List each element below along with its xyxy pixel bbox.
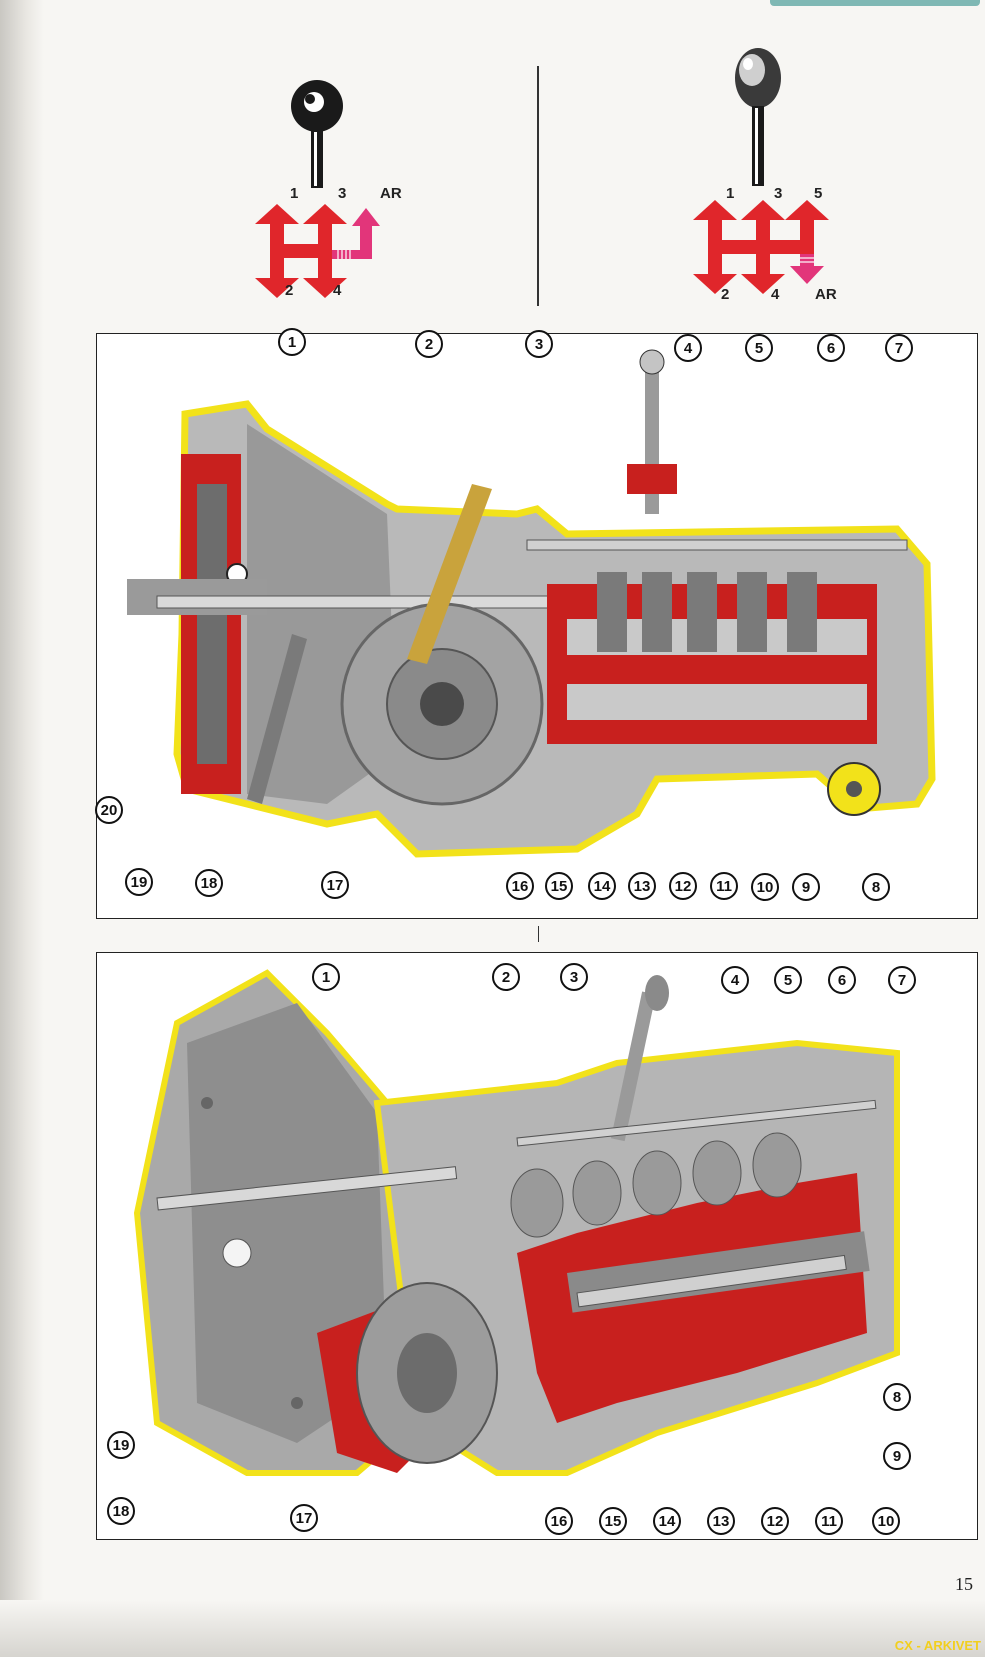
callout-11: 11 [710,872,738,900]
callout-10: 10 [751,873,779,901]
callout-18: 18 [195,869,223,897]
page-number: 15 [955,1574,973,1594]
callout-15: 15 [599,1507,627,1535]
callout-19: 19 [107,1431,135,1459]
gear-3-label: 3 [774,185,783,202]
callout-13: 13 [628,872,656,900]
callout-9: 9 [792,873,820,901]
gear-4-label: 4 [333,282,342,299]
callout-20: 20 [95,796,123,824]
callout-19: 19 [125,868,153,896]
panel-separator-mark [538,926,539,942]
callout-12: 12 [669,872,697,900]
callout-6: 6 [817,334,845,362]
callout-17: 17 [321,871,349,899]
callout-16: 16 [545,1507,573,1535]
callout-2: 2 [492,963,520,991]
callout-3: 3 [525,330,553,358]
callout-18: 18 [107,1497,135,1525]
top-edge-mark [770,0,980,6]
callout-8: 8 [883,1383,911,1411]
gear-2-label: 2 [721,286,730,303]
callout-17: 17 [290,1504,318,1532]
callout-4: 4 [674,334,702,362]
callout-7: 7 [885,334,913,362]
five-speed-gear-lever-drawing [693,48,829,294]
gear-2-label: 2 [285,282,294,299]
callout-15: 15 [545,872,573,900]
gearbox-section-diagram: 1 2 3 4 5 6 7 20 19 18 17 16 15 14 13 12… [95,328,978,919]
page-bottom-shadow [0,1600,985,1657]
callout-1: 1 [312,963,340,991]
callout-16: 16 [506,872,534,900]
callout-11: 11 [815,1507,843,1535]
gear-3-label: 3 [338,185,347,202]
four-speed-gear-lever-drawing [255,80,380,298]
callout-1: 1 [278,328,306,356]
pattern-divider [537,66,539,306]
callout-3: 3 [560,963,588,991]
callout-14: 14 [653,1507,681,1535]
gearbox-section-illustration [127,349,936,858]
callout-4: 4 [721,966,749,994]
reverse-label: AR [815,286,837,303]
gearbox-cutaway-illustration [133,969,900,1476]
gear-4-label: 4 [771,286,780,303]
callout-9: 9 [883,1442,911,1470]
callout-5: 5 [745,334,773,362]
reverse-label: AR [380,185,402,202]
callout-12: 12 [761,1507,789,1535]
callout-14: 14 [588,872,616,900]
archive-watermark: CX - ARKIVET [894,1638,981,1653]
callout-13: 13 [707,1507,735,1535]
callout-10: 10 [872,1507,900,1535]
page-binding-shadow [0,0,44,1657]
callout-5: 5 [774,966,802,994]
gear-5-label: 5 [814,185,823,202]
gear-1-label: 1 [290,185,299,202]
gearbox-cutaway-diagram: 1 2 3 4 5 6 7 19 18 17 16 15 14 13 12 11… [96,952,978,1540]
callout-8: 8 [862,873,890,901]
callout-2: 2 [415,330,443,358]
gear-1-label: 1 [726,185,735,202]
callout-7: 7 [888,966,916,994]
callout-6: 6 [828,966,856,994]
